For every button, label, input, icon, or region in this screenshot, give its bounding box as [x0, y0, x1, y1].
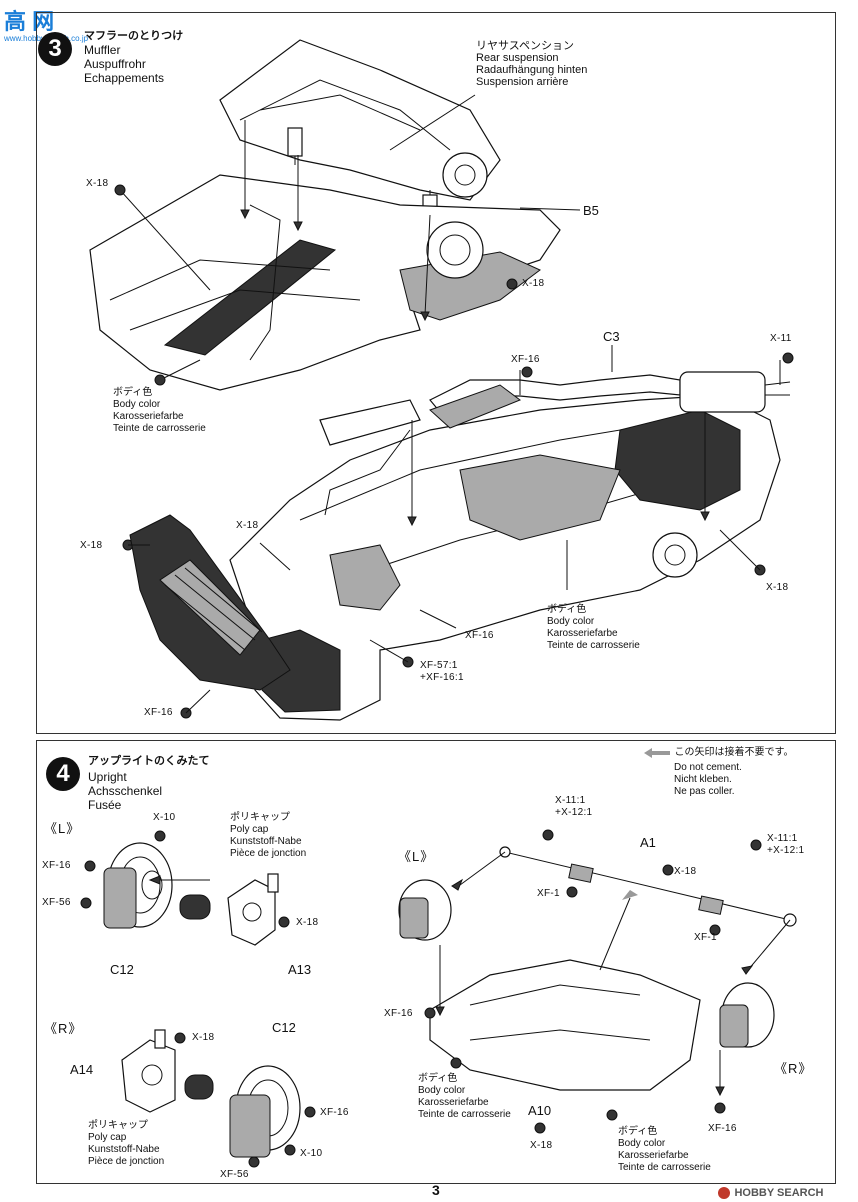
step3-panel — [36, 12, 836, 734]
paint-mix-a: X-11:1 +X-12:1 — [555, 795, 593, 818]
step3-number: 3 — [38, 32, 72, 66]
part-b5-label: B5 — [583, 203, 599, 218]
page-number: 3 — [432, 1182, 440, 1198]
step4-panel — [36, 740, 836, 1184]
exhaust-c3-drawing — [319, 371, 791, 527]
step4-screw-icons — [80, 829, 762, 1168]
poly-cap-label-2: ポリキャップ Poly cap Kunststoff-Nabe Pièce de… — [88, 1120, 165, 1167]
c12-label-1: C12 — [110, 962, 134, 977]
no-cement-en: Do not cement. — [674, 762, 742, 773]
a10-label: A10 — [528, 1103, 552, 1118]
screw-x18-label-5: X-18 — [766, 582, 789, 593]
screw-xf16-label-3: XF-16 — [144, 707, 173, 718]
xf56-label-1: XF-56 — [42, 897, 71, 908]
poly-cap-label-1: ポリキャップ Poly cap Kunststoff-Nabe Pièce de… — [230, 812, 307, 859]
c12-label-2: C12 — [272, 1020, 296, 1035]
xf1-label-2: XF-1 — [694, 932, 717, 943]
body-color-label-4: ボディ色 Body color Karosseriefarbe Teinte d… — [618, 1126, 711, 1173]
part-c3-label: C3 — [603, 329, 620, 344]
front-bumper-drawing — [129, 514, 291, 691]
rear-suspension-label: リヤサスペンション Rear suspension Radaufhängung … — [476, 40, 588, 88]
watermark-text: 高 网 — [4, 9, 55, 34]
x18-label-a13: X-18 — [296, 917, 319, 928]
xf16-label-1: XF-16 — [42, 860, 71, 871]
xf56-label-2: XF-56 — [220, 1169, 249, 1180]
screw-x18-label-3: X-18 — [236, 520, 259, 531]
a14-label: A14 — [70, 1062, 94, 1077]
right-upright-drawing — [121, 1029, 301, 1158]
no-cement-fr: Ne pas coller. — [674, 786, 735, 797]
no-cement-de: Nicht kleben. — [674, 774, 732, 785]
step3-leader-lines-lower — [128, 345, 781, 714]
no-cement-legend: この矢印は接着不要です。 Do not cement. Nicht kleben… — [644, 744, 793, 798]
upper-floor-drawing — [89, 120, 561, 391]
body-color-label-2: ボディ色 Body color Karosseriefarbe Teinte d… — [547, 604, 640, 651]
front-suspension-drawing — [398, 846, 797, 1097]
step4-title-jp: アップライトのくみたて — [88, 755, 210, 767]
left-label-2: 《L》 — [398, 849, 435, 864]
step3-title: Muffler Auspuffrohr Echappements — [84, 43, 165, 85]
screw-xf16-label-1: XF-16 — [511, 354, 540, 365]
step3-title-jp: マフラーのとりつけ — [84, 30, 184, 42]
paint-mix-label: XF-57:1 +XF-16:1 — [420, 660, 464, 683]
xf16-label-3: XF-16 — [384, 1008, 413, 1019]
x18-label-a14: X-18 — [192, 1032, 215, 1043]
screw-x11-label: X-11 — [770, 333, 792, 344]
step3-leader-lines — [119, 94, 581, 381]
xf16-label-2: XF-16 — [320, 1107, 349, 1118]
x10-label-1: X-10 — [153, 812, 176, 823]
paint-mix-b: X-11:1 +X-12:1 — [767, 833, 805, 856]
body-color-label-1: ボディ色 Body color Karosseriefarbe Teinte d… — [113, 387, 206, 434]
lower-chassis-drawing — [229, 394, 781, 721]
left-label-1: 《L》 — [44, 821, 81, 836]
footer-logo: HOBBY SEARCH — [718, 1184, 823, 1202]
step3-illustration — [89, 39, 794, 721]
x18-label-a1: X-18 — [674, 866, 697, 877]
a13-label: A13 — [288, 962, 312, 977]
screw-xf16-label-2: XF-16 — [465, 630, 494, 641]
step4-number: 4 — [46, 757, 80, 791]
no-cement-jp: この矢印は接着不要です。 — [674, 746, 794, 758]
grey-arrow-icon — [644, 747, 670, 758]
x18-label-a10: X-18 — [530, 1140, 553, 1151]
a1-label: A1 — [640, 835, 656, 850]
x10-label-2: X-10 — [300, 1148, 323, 1159]
screw-x18-label-4: X-18 — [80, 540, 103, 551]
xf1-label-1: XF-1 — [537, 888, 560, 899]
hobby-search-icon — [718, 1186, 730, 1199]
xf16-label-4: XF-16 — [708, 1123, 737, 1134]
body-color-label-3: ボディ色 Body color Karosseriefarbe Teinte d… — [418, 1073, 511, 1120]
step4-title: Upright Achsschenkel Fusée — [88, 770, 163, 812]
screw-x18-label-2: X-18 — [522, 278, 545, 289]
step4-illustration — [80, 829, 797, 1168]
screw-x18-label-1: X-18 — [86, 178, 109, 189]
right-label-1: 《R》 — [44, 1021, 83, 1036]
left-upright-drawing — [103, 842, 279, 946]
right-label-2: 《R》 — [774, 1061, 813, 1076]
footer-logo-text: HOBBY SEARCH — [734, 1186, 824, 1199]
